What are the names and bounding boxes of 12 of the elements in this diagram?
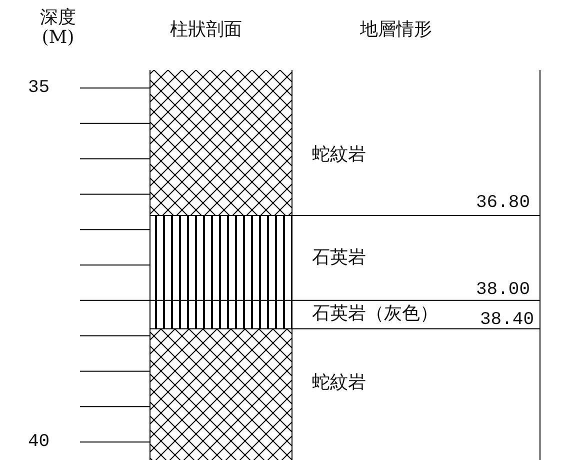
depth-value: 38.00 — [476, 280, 530, 300]
column-title: 柱狀剖面 — [170, 20, 242, 40]
rock-layer-label: 蛇紋岩 — [312, 145, 366, 165]
axis-title: 深度 (M) — [39, 8, 77, 48]
rock-layer-label: 石英岩（灰色） — [312, 304, 438, 324]
rock-layer-label: 石英岩 — [312, 248, 366, 268]
depth-value: 40 — [28, 432, 50, 452]
depth-value: 35 — [28, 78, 50, 98]
depth-value: 36.80 — [476, 193, 530, 213]
depth-value: 38.40 — [480, 310, 534, 330]
column-title: 地層情形 — [360, 20, 432, 40]
rock-layer-label: 蛇紋岩 — [312, 373, 366, 393]
